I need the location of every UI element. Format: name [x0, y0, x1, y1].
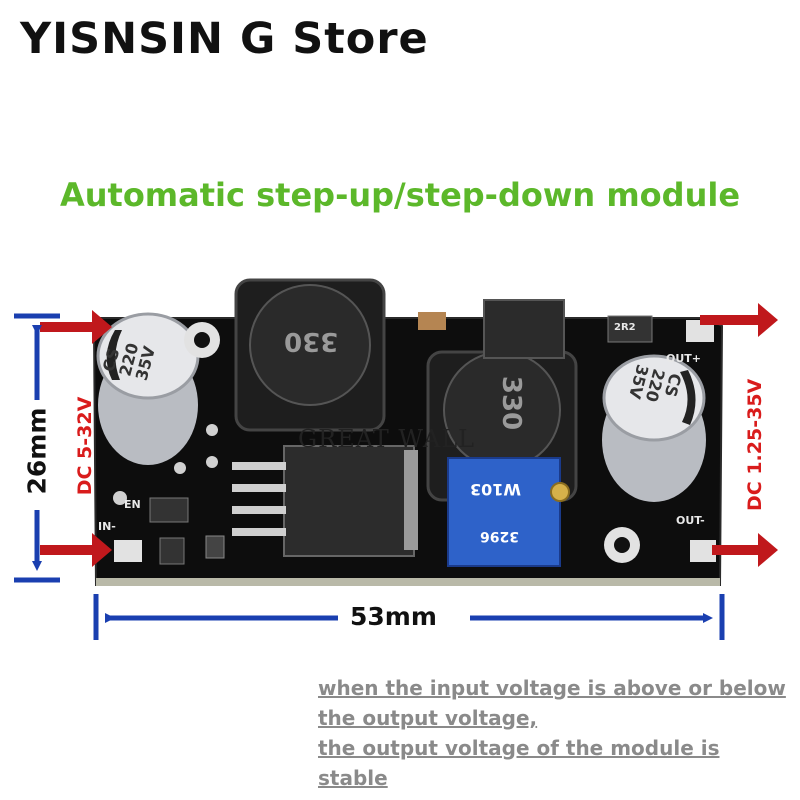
- silk-out-minus: OUT-: [676, 514, 705, 527]
- pot-text: W103: [470, 480, 522, 499]
- footer-line-1: when the input voltage is above or below…: [318, 676, 786, 730]
- footer-line-2: the output voltage of the module is stab…: [318, 736, 720, 790]
- regulator-chip: [232, 445, 418, 557]
- pad-out-plus: [686, 320, 714, 342]
- pad-in-minus: [114, 540, 142, 562]
- width-label: 53mm: [350, 602, 437, 631]
- watermark: GREAT WALL: [298, 425, 476, 453]
- input-arrow-bottom: [40, 533, 112, 567]
- height-dimension-arrow: [14, 313, 60, 583]
- height-label: 26mm: [22, 407, 52, 495]
- pcb-edge: [96, 578, 720, 586]
- silk-resistor: 2R2: [614, 322, 636, 333]
- potentiometer: [447, 457, 570, 567]
- silk-en: EN: [124, 498, 141, 511]
- store-title: YISNSIN G Store: [20, 14, 429, 64]
- footer-text: when the input voltage is above or below…: [318, 673, 788, 793]
- capacitor-left: [96, 312, 200, 465]
- inductor-left-text: 330: [284, 326, 339, 356]
- output-arrow-bottom: [712, 533, 778, 567]
- resistor-2r2: [607, 315, 653, 343]
- mosfet-top: [483, 299, 565, 359]
- headline: Automatic step-up/step-down module: [59, 176, 741, 214]
- inductor-left: [234, 278, 386, 432]
- width-dimension-arrow: [93, 594, 725, 640]
- pad-out-minus: [690, 540, 716, 562]
- output-arrow-top: [700, 303, 778, 337]
- silk-out-plus: OUT+: [666, 352, 702, 365]
- diode-small: [149, 497, 189, 523]
- smd-small: [205, 535, 225, 559]
- input-voltage-label: DC 5-32V: [74, 396, 96, 496]
- inductor-right-text: 330: [496, 375, 527, 431]
- pot-code-text: 3296: [480, 528, 519, 544]
- smd-transistor: [159, 537, 185, 565]
- capacitor-right: [602, 354, 706, 502]
- output-voltage-label: DC 1.25-35V: [744, 378, 766, 511]
- smd-capacitor: [418, 312, 446, 330]
- input-arrow-top: [40, 310, 112, 344]
- silk-in-minus: IN-: [98, 520, 116, 533]
